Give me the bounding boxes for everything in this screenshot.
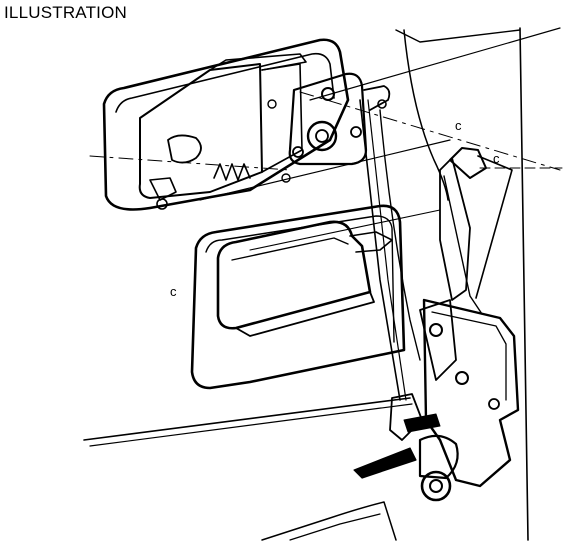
outside-handle-bezel-outer bbox=[104, 40, 348, 210]
latch-cam bbox=[420, 436, 458, 478]
inside-handle-assembly bbox=[192, 206, 404, 388]
lock-rod-1 bbox=[360, 100, 400, 400]
outside-handle-lever bbox=[168, 135, 201, 162]
latch-rotor-outer bbox=[422, 472, 450, 500]
outside-handle-rod-end bbox=[150, 178, 176, 200]
outside-handle-screw-3 bbox=[268, 100, 276, 108]
latch-lever-arm bbox=[420, 300, 456, 380]
outside-handle-spring bbox=[214, 164, 250, 180]
lock-bolt-upper bbox=[322, 88, 334, 100]
door-center-dashed-line bbox=[300, 92, 560, 170]
door-bottom-panel-line-inner bbox=[290, 514, 380, 540]
lock-bolt-lower bbox=[293, 147, 303, 157]
lock-cylinder-assembly bbox=[290, 74, 390, 164]
callout-mark-handle: c bbox=[170, 284, 177, 299]
latch-rod-long bbox=[476, 156, 512, 298]
latch-rod-diagonal bbox=[444, 176, 482, 314]
outside-handle-housing bbox=[140, 64, 262, 198]
outside-handle-assembly bbox=[104, 40, 348, 210]
latch-upper-lever bbox=[450, 148, 486, 178]
door-horizontal-dashed-line bbox=[90, 156, 290, 170]
rod-clip-dark bbox=[354, 414, 440, 478]
door-lower-long-line-2 bbox=[90, 404, 412, 446]
inside-handle-pull-bottom bbox=[236, 292, 374, 336]
latch-base-plate bbox=[424, 300, 518, 486]
inside-handle-escutcheon-inner bbox=[206, 216, 394, 342]
latch-pivot-middle bbox=[456, 372, 468, 384]
latch-rotor-inner bbox=[430, 480, 442, 492]
door-window-frame bbox=[396, 30, 520, 42]
lock-rods bbox=[360, 100, 420, 400]
latch-pivot-right bbox=[489, 399, 499, 409]
rod-clip-arrow-wedge bbox=[354, 448, 416, 478]
latch-connector-link bbox=[390, 394, 422, 440]
door-lower-long-line bbox=[84, 398, 410, 440]
callout-mark-right: c bbox=[493, 151, 500, 166]
latch-upper-bracket bbox=[440, 158, 470, 300]
door-edge-right bbox=[520, 28, 528, 540]
lock-bracket-plate bbox=[290, 74, 366, 164]
door-bottom-panel-line bbox=[262, 502, 396, 540]
lock-cylinder-inner bbox=[316, 130, 328, 142]
lock-linkage-clip bbox=[364, 86, 389, 110]
lock-rod-3 bbox=[380, 110, 420, 360]
outside-handle-screw-2 bbox=[282, 174, 290, 182]
door-panel-outline bbox=[84, 28, 562, 540]
outside-handle-housing-side bbox=[262, 64, 302, 172]
inside-handle-pull bbox=[218, 222, 370, 328]
lock-rod-2 bbox=[368, 100, 406, 400]
latch-pivot-upper bbox=[430, 324, 442, 336]
inside-handle-escutcheon bbox=[192, 206, 404, 388]
door-mid-line bbox=[250, 210, 440, 250]
door-inner-curve bbox=[404, 30, 448, 200]
outside-handle-bezel-inner bbox=[116, 54, 334, 112]
lock-bolt-right bbox=[351, 127, 361, 137]
latch-mechanism bbox=[390, 148, 518, 500]
inside-handle-pull-highlight bbox=[232, 238, 348, 260]
door-upper-long-line bbox=[310, 28, 560, 100]
door-diagonal-line bbox=[200, 140, 450, 200]
callout-marks: c c c bbox=[170, 118, 500, 299]
inside-handle-rod-connector bbox=[350, 232, 392, 252]
callout-mark-door: c bbox=[455, 118, 462, 133]
latch-base-plate-inner bbox=[432, 312, 506, 400]
rod-clip-retainer bbox=[404, 414, 440, 432]
lock-clip-pivot bbox=[378, 100, 386, 108]
outside-handle-screw-1 bbox=[157, 199, 167, 209]
illustration-heading: ILLUSTRATION bbox=[4, 3, 127, 22]
lock-cylinder-outer bbox=[308, 122, 336, 150]
